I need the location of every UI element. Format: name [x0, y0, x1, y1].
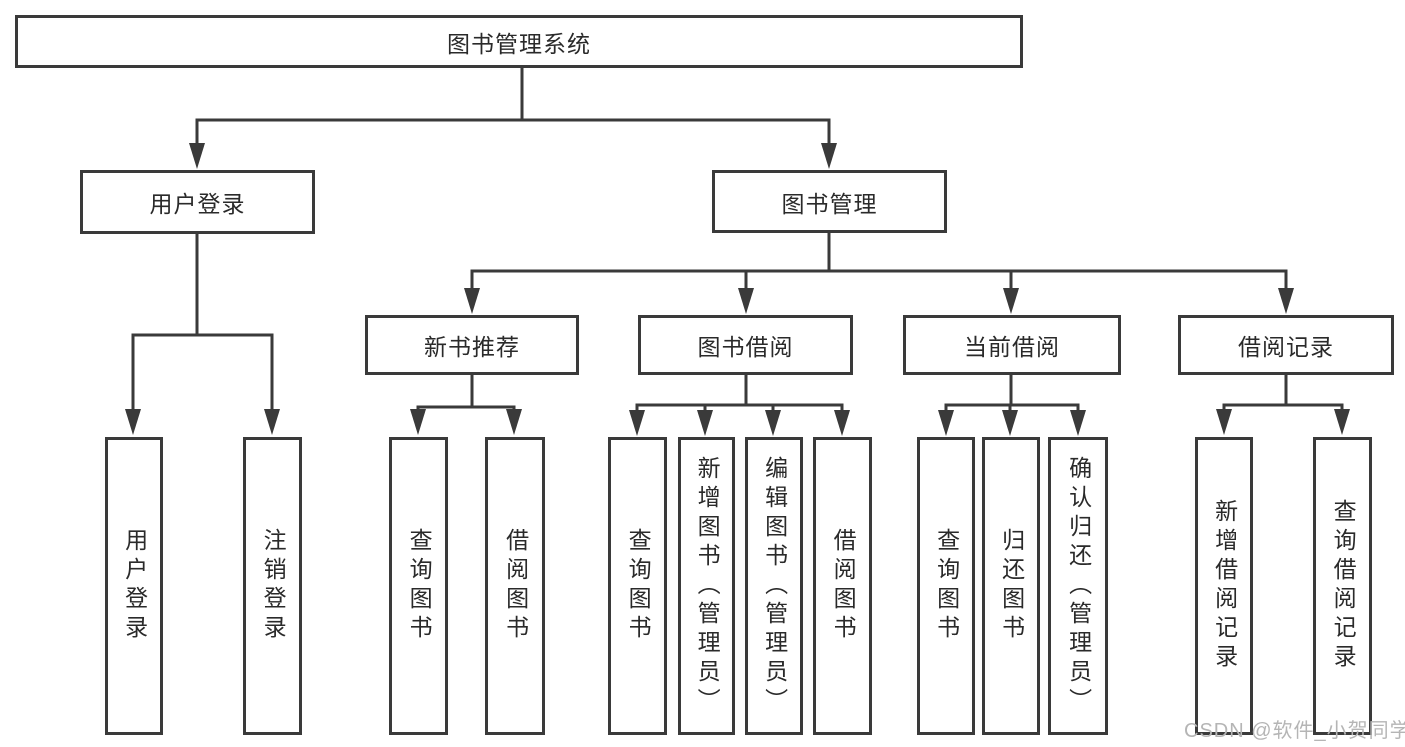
- node-borrow-records: 借阅记录: [1178, 315, 1394, 375]
- node-new-book-recommend: 新书推荐: [365, 315, 579, 375]
- leaf-recommend-query-book: 查询图书: [389, 437, 448, 735]
- leaf-recommend-query-book-label: 查询图书: [406, 528, 433, 644]
- node-current-borrow: 当前借阅: [903, 315, 1121, 375]
- leaf-borrow-edit-book-label: 编辑图书（管理员）: [761, 455, 788, 717]
- leaf-borrow-borrow-book: 借阅图书: [813, 437, 872, 735]
- leaf-current-query-book: 查询图书: [917, 437, 975, 735]
- node-book-management: 图书管理: [712, 170, 947, 233]
- leaf-records-query-record-label: 查询借阅记录: [1330, 499, 1357, 673]
- leaf-logout: 注销登录: [243, 437, 302, 735]
- leaf-current-confirm-return: 确认归还（管理员）: [1048, 437, 1108, 735]
- node-user-login-label: 用户登录: [149, 191, 246, 217]
- leaf-user-login: 用户登录: [105, 437, 163, 735]
- leaf-current-query-book-label: 查询图书: [933, 528, 960, 644]
- leaf-borrow-query-book-label: 查询图书: [625, 528, 652, 644]
- node-current-borrow-label: 当前借阅: [964, 334, 1060, 360]
- leaf-borrow-add-book-label: 新增图书（管理员）: [694, 455, 721, 717]
- node-library-system-label: 图书管理系统: [447, 30, 591, 57]
- leaf-borrow-query-book: 查询图书: [608, 437, 667, 735]
- node-book-management-label: 图书管理: [781, 190, 878, 217]
- leaf-borrow-borrow-book-label: 借阅图书: [830, 528, 857, 644]
- leaf-recommend-borrow-book: 借阅图书: [485, 437, 545, 735]
- node-new-book-recommend-label: 新书推荐: [424, 334, 520, 360]
- node-book-borrow: 图书借阅: [638, 315, 853, 375]
- leaf-current-confirm-return-label: 确认归还（管理员）: [1065, 455, 1092, 717]
- leaf-records-query-record: 查询借阅记录: [1313, 437, 1372, 735]
- node-library-system: 图书管理系统: [15, 15, 1023, 68]
- leaf-borrow-add-book: 新增图书（管理员）: [678, 437, 735, 735]
- leaf-logout-label: 注销登录: [260, 528, 287, 644]
- leaf-recommend-borrow-book-label: 借阅图书: [502, 528, 529, 644]
- leaf-current-return-book-label: 归还图书: [998, 528, 1025, 644]
- node-user-login: 用户登录: [80, 170, 315, 234]
- node-book-borrow-label: 图书借阅: [697, 334, 794, 360]
- node-borrow-records-label: 借阅记录: [1238, 334, 1334, 360]
- leaf-current-return-book: 归还图书: [982, 437, 1040, 735]
- leaf-user-login-label: 用户登录: [121, 528, 148, 644]
- leaf-borrow-edit-book: 编辑图书（管理员）: [745, 437, 803, 735]
- csdn-watermark: CSDN @软件_小贺同学: [1184, 720, 1405, 742]
- leaf-records-add-record: 新增借阅记录: [1195, 437, 1253, 735]
- leaf-records-add-record-label: 新增借阅记录: [1211, 499, 1238, 673]
